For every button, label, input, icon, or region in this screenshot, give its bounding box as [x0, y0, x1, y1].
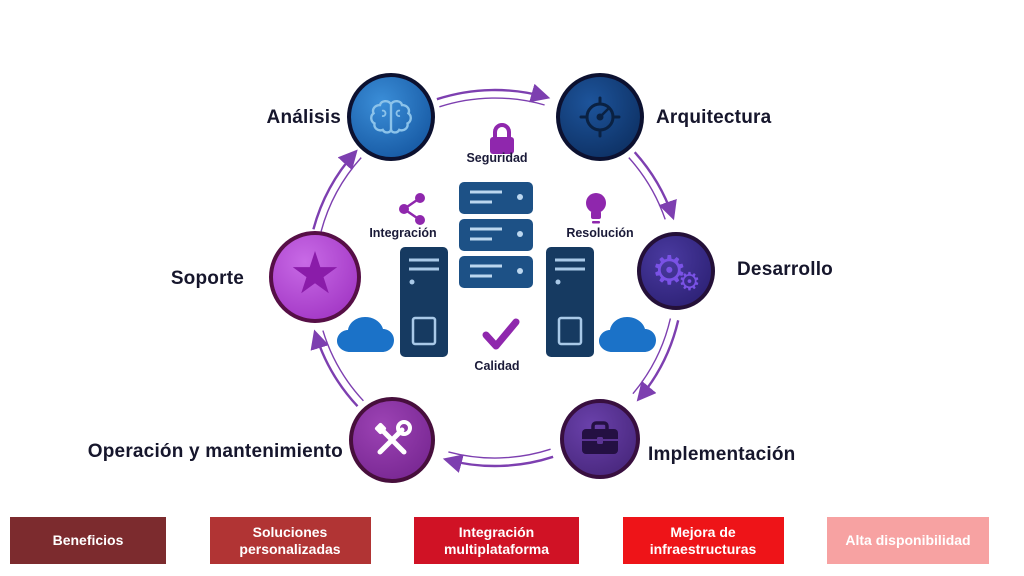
- node-soporte: ★: [269, 231, 361, 323]
- node-implementacion: [560, 399, 640, 479]
- badge-beneficios: Beneficios: [10, 517, 166, 564]
- arc-desarrollo-implementacion: [636, 320, 680, 402]
- node-label-operacion: Operación y mantenimiento: [87, 441, 343, 462]
- server-tower-icon: [546, 247, 594, 357]
- badge-mejora-de-infraestructuras: Mejora de infraestructuras: [622, 517, 784, 564]
- badge-soluciones-personalizadas: Soluciones personalizadas: [209, 517, 371, 564]
- crossed-tools-icon: [374, 420, 412, 455]
- badge-row: Beneficios Soluciones personalizadas Int…: [10, 517, 989, 564]
- arc-analisis-arquitectura: [436, 83, 551, 103]
- lock-icon: [490, 123, 514, 154]
- feature-label-seguridad: Seguridad: [466, 151, 528, 165]
- node-arquitectura: [556, 73, 644, 161]
- check-icon: [482, 318, 520, 350]
- node-operacion: [349, 397, 435, 483]
- feature-label-calidad: Calidad: [474, 359, 520, 373]
- brain-icon: [370, 99, 412, 134]
- feature-label-integracion: Integración: [369, 226, 437, 240]
- lightbulb-icon: [586, 193, 606, 224]
- badge-label: Mejora de infraestructuras: [649, 523, 757, 557]
- node-label-arquitectura: Arquitectura: [656, 107, 772, 128]
- share-icon: [399, 193, 425, 225]
- node-label-implementacion: Implementación: [648, 444, 796, 465]
- server-rack-icon: [459, 182, 533, 288]
- arc-arquitectura-desarrollo: [633, 151, 677, 221]
- badge-label: Integración multiplataforma: [443, 523, 549, 557]
- cloud-icon: [599, 317, 656, 352]
- badge-alta-disponibilidad: Alta disponibilidad: [827, 517, 989, 564]
- arc-implementacion-operacion: [442, 454, 554, 473]
- gear-icon: ⚙: [651, 249, 688, 293]
- node-label-soporte: Soporte: [170, 268, 244, 289]
- compass-icon: [579, 96, 621, 138]
- node-analisis: [347, 73, 435, 161]
- toolbox-icon: [582, 421, 618, 454]
- cloud-icon: [337, 317, 394, 352]
- gear-icon: ⚙: [678, 267, 701, 296]
- badge-label: Beneficios: [52, 532, 124, 549]
- arc-operacion-soporte: [310, 329, 359, 408]
- node-label-analisis: Análisis: [266, 107, 341, 128]
- node-label-desarrollo: Desarrollo: [737, 259, 833, 280]
- badge-integracion-multiplataforma: Integración multiplataforma: [414, 517, 579, 564]
- badge-label: Alta disponibilidad: [845, 532, 971, 549]
- badge-label: Soluciones personalizadas: [239, 523, 341, 557]
- arc-soporte-analisis: [312, 149, 358, 230]
- feature-label-resolucion: Resolución: [566, 226, 634, 240]
- node-desarrollo: ⚙ ⚙: [637, 232, 715, 310]
- server-tower-icon: [400, 247, 448, 357]
- star-icon: ★: [289, 241, 341, 306]
- cycle-arrows: [310, 83, 680, 473]
